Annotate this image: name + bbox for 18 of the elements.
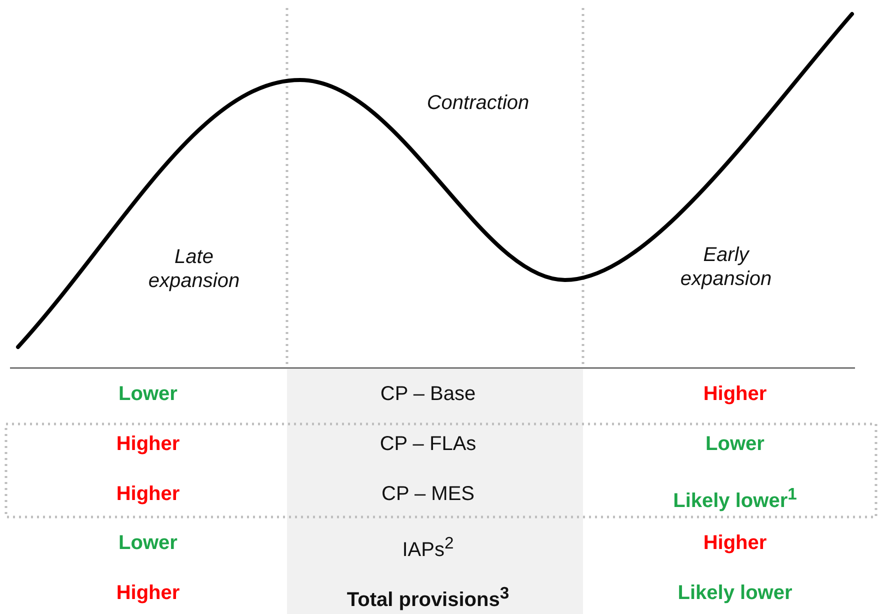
provision-component: IAPs$^{2}$ xyxy=(402,532,454,562)
trend-value: Lower xyxy=(118,531,178,555)
phase-label: Late expansion xyxy=(147,245,241,293)
trend-value: Higher xyxy=(116,432,180,456)
trend-value: Higher xyxy=(703,531,767,555)
provision-component: Total provisions$^{3}$ xyxy=(346,582,510,612)
trend-value: Lower xyxy=(118,382,178,406)
trend-value: Higher xyxy=(116,482,180,506)
provision-component: CP – Base xyxy=(380,382,476,406)
trend-value: Higher xyxy=(116,581,180,605)
trend-value: Lower xyxy=(706,432,764,456)
trend-value: Likely lower xyxy=(678,581,792,605)
phase-label: Contraction xyxy=(426,91,530,115)
phase-label: Early expansion xyxy=(679,243,773,291)
trend-value: Likely lower$^{1}$ xyxy=(673,483,797,513)
trend-value: Higher xyxy=(703,382,767,406)
provision-component: CP – MES xyxy=(382,482,474,506)
provision-component: CP – FLAs xyxy=(380,432,476,456)
